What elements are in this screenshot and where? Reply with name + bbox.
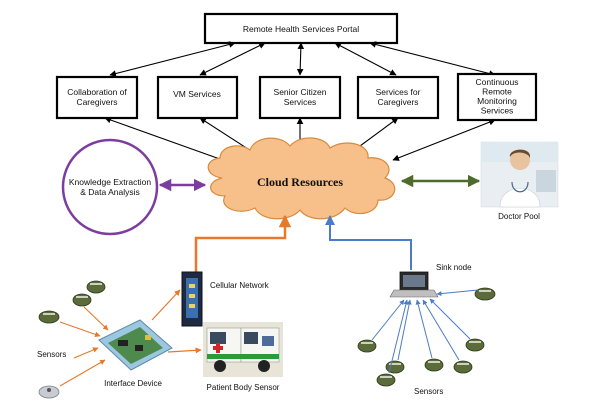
sensor-node <box>38 310 60 324</box>
sensor-node <box>86 280 106 294</box>
sink-cloud-connector <box>325 215 412 270</box>
sensor-node <box>474 287 496 301</box>
right-sensors: Sensors <box>357 287 496 396</box>
cloud-label: Cloud Resources <box>257 175 343 189</box>
service-box-vm: VM Services <box>156 75 239 120</box>
sensor-node <box>376 373 396 387</box>
portal-box: Remote Health Services Portal <box>203 12 399 45</box>
interface-cellular-connector <box>151 289 181 321</box>
sensor-node <box>453 360 473 374</box>
sensor-node <box>38 385 60 399</box>
sensors-right-label: Sensors <box>414 387 443 396</box>
cellular-cloud-connector <box>194 214 292 282</box>
sensor-node <box>357 339 377 353</box>
patient-body-sensor-ambulance: Patient Body Sensor <box>203 322 283 392</box>
sensor-node <box>72 293 92 307</box>
cloud-resources: Cloud Resources <box>207 137 396 220</box>
portal-title: Remote Health Services Portal <box>243 24 359 34</box>
knowledge-extraction: Knowledge Extraction& Data Analysis <box>61 138 159 236</box>
interface-ambulance-connector <box>167 347 202 354</box>
sensor-node <box>385 360 405 374</box>
sink-node-label: Sink node <box>436 263 472 272</box>
sensors-left-label: Sensors <box>37 350 66 359</box>
interface-device-label: Interface Device <box>104 379 162 388</box>
sink-node-laptop: Sink node <box>389 263 472 298</box>
cellular-network-device: Cellular Network <box>181 271 270 327</box>
patient-body-sensor-label: Patient Body Sensor <box>207 383 280 392</box>
interface-device: Interface Device <box>98 319 173 388</box>
portal-service-connectors <box>109 41 496 77</box>
sensor-node <box>465 338 485 352</box>
svg-text:Knowledge Extraction& Data Ana: Knowledge Extraction& Data Analysis <box>69 177 151 197</box>
doctor-pool: Doctor Pool <box>480 141 559 221</box>
doctor-pool-label: Doctor Pool <box>498 212 540 221</box>
cellular-network-label: Cellular Network <box>210 281 270 290</box>
left-sensors: Sensors <box>37 280 109 399</box>
sensor-node <box>424 358 444 372</box>
svg-text:VM Services: VM Services <box>173 89 221 99</box>
